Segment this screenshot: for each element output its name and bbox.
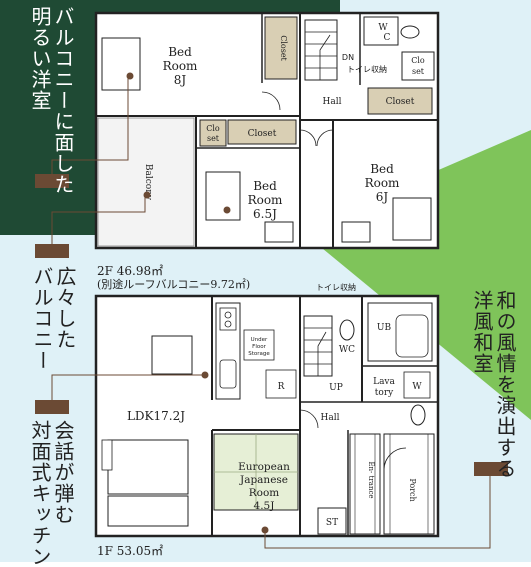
2f-closet-wc-label-2: set [412, 67, 425, 76]
1f-w-label: W [412, 382, 422, 392]
floor-1f: トイレ収納 Under Floor Storage LDK17.2J R WC … [94, 282, 440, 538]
1f-toilet-icon [339, 319, 355, 341]
2f-stairs [304, 19, 338, 81]
2f-bed6-label-1: Bed [370, 162, 394, 176]
1f-fridge-icon [265, 369, 297, 399]
1f-euro-label-c: Room [249, 487, 280, 499]
1f-r-label: R [278, 382, 285, 392]
1f-lavatory-b: tory [375, 388, 394, 398]
2f-closet-small [199, 119, 227, 147]
callout-wide-balcony: 広々した バルコニー [30, 266, 77, 371]
2f-closet-mid [227, 119, 297, 145]
1f-dining-table [151, 335, 193, 375]
1f-lavatory-a: Lava [373, 377, 395, 387]
2f-bed-6j-icon [392, 197, 432, 241]
1f-under-floor-a: Under [251, 337, 268, 343]
2f-closet-vertical [264, 16, 298, 80]
1f-tv-icon [101, 439, 113, 471]
1f-entrance-tiles [349, 433, 435, 535]
callout-lines [51, 76, 491, 549]
2f-wc-w: W [378, 23, 388, 33]
2f-closet-wc-label-1: Clo [411, 56, 425, 65]
2f-bed65-label-1: Bed [253, 179, 277, 193]
2f-wc-c: C [384, 33, 391, 43]
2f-desk-icon [264, 221, 294, 243]
light-green-wedge [300, 130, 531, 420]
2f-dn-label: DN [342, 53, 354, 62]
2f-closet-hall-label: Closet [386, 97, 415, 107]
2f-closet-small-label-1: Clo [206, 124, 220, 133]
1f-porch-label: Porch [408, 478, 417, 501]
1f-wc-label: WC [339, 345, 355, 355]
2f-hall-label: Hall [323, 97, 342, 107]
1f-under-floor-c: Storage [248, 351, 270, 357]
2f-roof-balcony-label: (別途ルーフバルコニー9.72㎡) [97, 278, 251, 291]
2f-bed8-label-1: Bed [168, 45, 192, 59]
2f-bed6-size: 6J [376, 190, 389, 204]
1f-toilet-storage: トイレ収納 [316, 282, 356, 292]
2f-desk-icon-2 [341, 221, 371, 243]
callout-face-kitchen: 会話が弾む 対面式キッチン [28, 420, 75, 567]
callout-swatch-japanese [474, 462, 508, 476]
2f-balcony-area [97, 117, 195, 247]
1f-sink-icon [219, 359, 237, 389]
floor-2f: Bed Room 8J Closet W C DN トイレ収納 Clo set … [94, 11, 440, 250]
2f-closet-small-label-2: set [207, 134, 220, 143]
1f-area-label: 1F 53.05㎡ [97, 544, 164, 558]
callout-swatch-kitchen [35, 400, 69, 414]
callout-swatch-bed8 [35, 174, 69, 188]
1f-ub-label: UB [377, 323, 392, 333]
2f-bed65-size: 6.5J [253, 207, 277, 221]
callout-swatch-balcony [35, 244, 69, 258]
2f-closet-hall [367, 87, 433, 115]
1f-entrance-label: En- trance [367, 461, 375, 498]
1f-washer-icon [403, 371, 431, 399]
1f-hall-label: Hall [321, 413, 340, 423]
2f-area-label: 2F 46.98㎡ [97, 264, 164, 278]
2f-toilet-icon [400, 25, 420, 39]
2f-closet-vertical-label: Closet [279, 35, 288, 61]
1f-sofa-icon-2 [107, 495, 189, 527]
2f-closet-wc [401, 51, 435, 81]
1f-bathtub-icon [395, 314, 429, 358]
1f-ldk-label: LDK17.2J [127, 409, 185, 423]
2f-bed-8j-icon [101, 37, 141, 91]
2f-bed6-label-2: Room [365, 176, 400, 190]
1f-storage-st [317, 507, 347, 535]
1f-stove-icon [219, 307, 237, 331]
1f-toilet-icon-2 [410, 404, 426, 426]
1f-sofa-icon [107, 439, 189, 495]
2f-callout-dot-bed65 [223, 206, 231, 214]
2f-balcony-label: Balcony [143, 164, 153, 201]
2f-wc-room [363, 16, 399, 46]
1f-euro-label-a: European [238, 461, 290, 473]
callout-balcony-room: バルコニーに面した 明るい洋室 [28, 6, 75, 195]
1f-euro-label-b: Japanese [239, 474, 288, 486]
2f-bed-65j-icon [205, 171, 241, 221]
callout-japanese-room: 和の風情を演出する 洋風和室 [470, 290, 517, 479]
1f-up-label: UP [329, 383, 343, 393]
1f-euro-size: 4.5J [254, 500, 275, 512]
1f-stairs [303, 315, 333, 377]
dark-green-left [0, 0, 95, 235]
2f-toilet-storage: トイレ収納 [347, 64, 387, 74]
2f-closet-mid-label: Closet [248, 129, 277, 139]
2f-bed8-size: 8J [174, 73, 187, 87]
2f-bed8-label-2: Room [163, 59, 198, 73]
1f-st-label: ST [326, 518, 338, 528]
1f-under-floor-storage [243, 329, 275, 361]
2f-bed65-label-2: Room [248, 193, 283, 207]
1f-under-floor-b: Floor [252, 344, 266, 350]
